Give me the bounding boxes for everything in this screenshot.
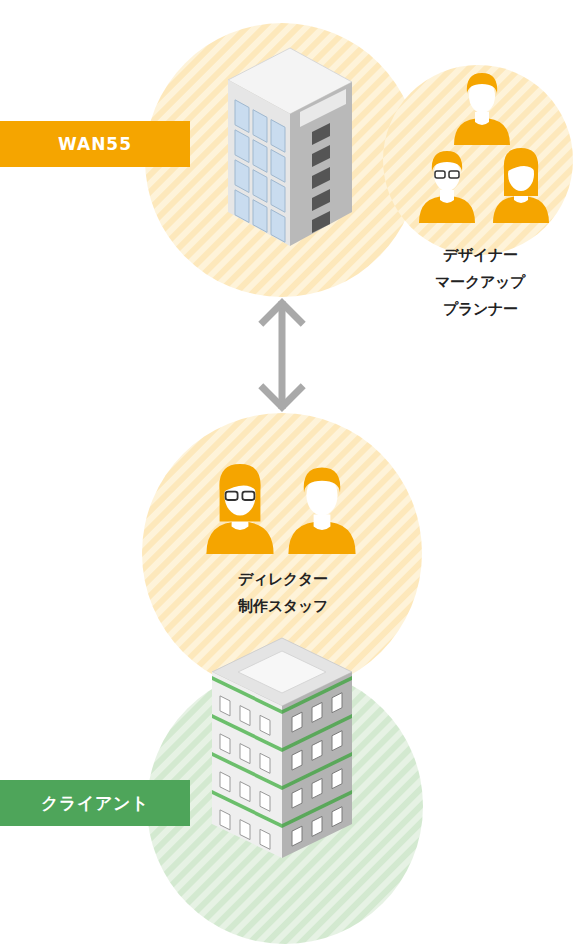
window [292, 750, 302, 770]
window [235, 100, 249, 133]
role-caption: デザイナー マークアップ プランナー [425, 242, 535, 323]
window [312, 189, 330, 211]
window [332, 769, 342, 789]
window [240, 744, 250, 764]
window [220, 734, 230, 754]
window [271, 180, 285, 213]
window [240, 782, 250, 802]
window [253, 200, 267, 233]
window [312, 702, 322, 722]
circle-fill [142, 413, 422, 693]
window [292, 788, 302, 808]
window [253, 110, 267, 143]
window [253, 140, 267, 173]
window [260, 715, 270, 735]
window [271, 210, 285, 243]
person-icon [454, 73, 510, 145]
circle-fill [383, 65, 573, 255]
window [312, 167, 330, 189]
office-building [228, 48, 352, 246]
window [292, 826, 302, 846]
window [312, 816, 322, 836]
window [235, 190, 249, 223]
window [220, 696, 230, 716]
window [292, 712, 302, 732]
role-caption: ディレクター 制作スタッフ [228, 566, 338, 620]
person-icon [419, 151, 475, 223]
window [240, 706, 250, 726]
window [260, 829, 270, 849]
window [332, 807, 342, 827]
person-icon [206, 464, 273, 554]
window [235, 130, 249, 163]
window [220, 772, 230, 792]
double-arrow [261, 301, 303, 409]
window [312, 740, 322, 760]
client-building [212, 638, 352, 858]
window [253, 170, 267, 203]
window [220, 810, 230, 830]
window [312, 211, 330, 233]
window [312, 778, 322, 798]
window [312, 145, 330, 167]
window [332, 731, 342, 751]
person-icon [493, 148, 549, 223]
window [240, 820, 250, 840]
label-band: WAN55 [0, 121, 190, 167]
window [260, 753, 270, 773]
window [260, 791, 270, 811]
window [235, 160, 249, 193]
label-band: クライアント [0, 780, 190, 826]
window [271, 150, 285, 183]
window [271, 120, 285, 153]
person-icon [288, 468, 355, 554]
window [312, 123, 330, 145]
window [332, 693, 342, 713]
